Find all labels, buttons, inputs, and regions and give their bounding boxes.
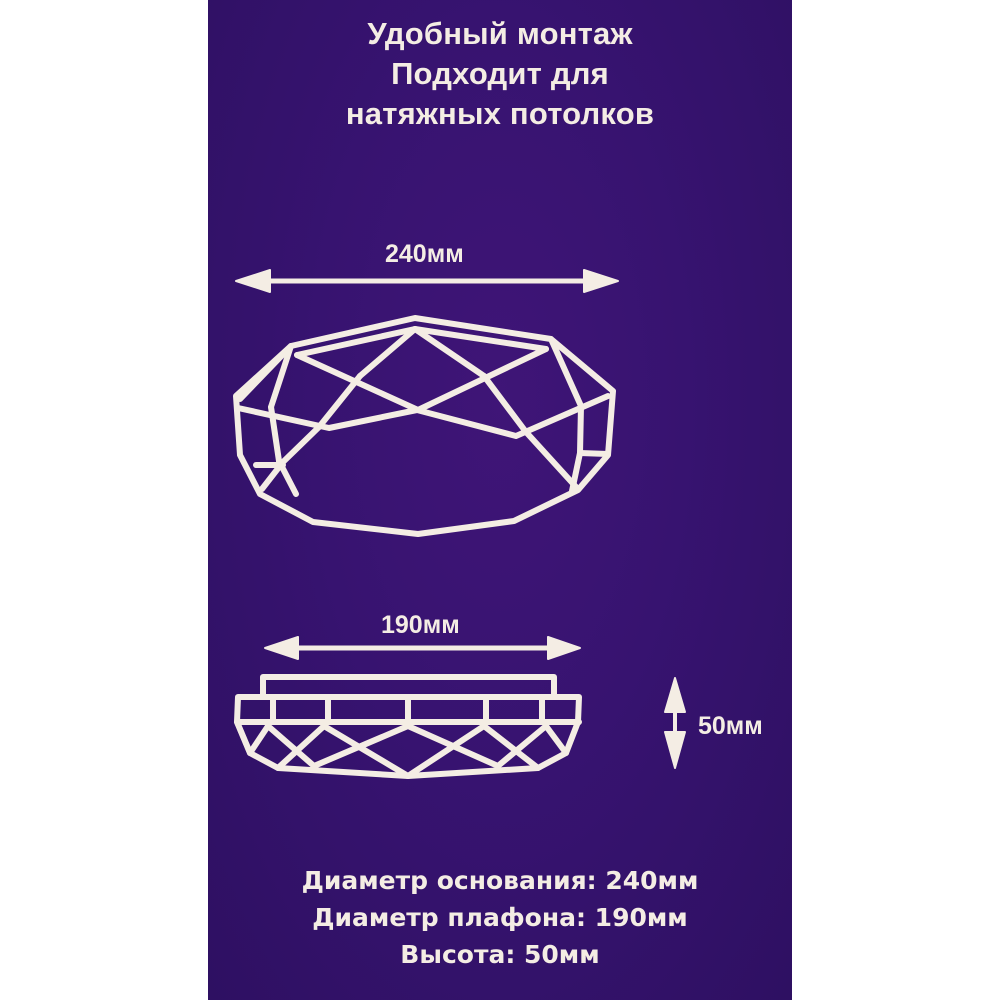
double-arrow-horizontal-icon <box>264 636 581 660</box>
lamp-perspective-illustration <box>233 315 616 537</box>
spec-height: Высота: 50мм <box>400 940 600 969</box>
product-info-panel: Удобный монтаж Подходит для натяжных пот… <box>208 0 792 1000</box>
double-arrow-horizontal-icon <box>235 269 619 293</box>
double-arrow-vertical-icon <box>664 677 686 769</box>
spec-base-diameter: Диаметр основания: 240мм <box>301 866 699 895</box>
spec-shade-diameter: Диаметр плафона: 190мм <box>312 903 688 932</box>
headline: Удобный монтаж Подходит для натяжных пот… <box>208 14 792 134</box>
side-height-label: 50мм <box>698 712 763 740</box>
side-width-label: 190мм <box>381 611 460 639</box>
headline-line-3: натяжных потолков <box>345 96 655 131</box>
lamp-side-illustration <box>234 674 582 779</box>
spec-list: Диаметр основания: 240мм Диаметр плафона… <box>208 862 792 973</box>
headline-line-1: Удобный монтаж <box>367 16 633 51</box>
top-width-label: 240мм <box>385 240 464 268</box>
headline-line-2: Подходит для <box>391 56 609 91</box>
lamp-illustrations <box>233 269 686 779</box>
